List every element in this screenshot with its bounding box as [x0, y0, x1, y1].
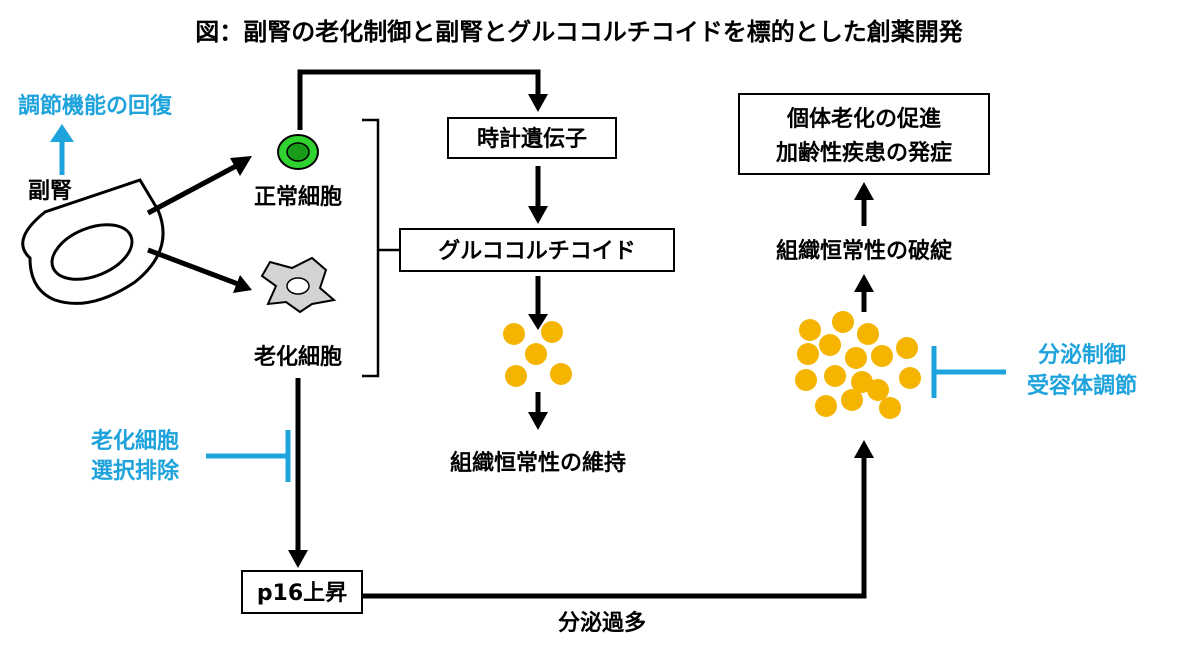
clock-gene-label: 時計遺伝子: [477, 126, 587, 152]
excess-hormone-dots: [795, 311, 921, 419]
glucocorticoid-box: [399, 228, 675, 272]
clock-gene-box: [447, 117, 617, 159]
aging-promotion-label-1: 個体老化の促進: [786, 106, 941, 132]
cells-bracket: [362, 118, 400, 378]
arrow-normal-to-clock-head: [528, 94, 548, 112]
glucocorticoid-label: グルココルチコイド: [438, 238, 636, 264]
homeostasis-breakdown-label: 組織恒常性の破綻: [776, 238, 953, 264]
arrow-p16-to-oversecretion: [362, 456, 867, 599]
control-label-1: 分泌制御: [1038, 342, 1126, 368]
p16-box: [241, 570, 363, 614]
normal-cell-label: 正常細胞: [254, 184, 342, 210]
arrow-gc-to-hormone-head: [528, 314, 548, 330]
arrow-clock-to-gc-head: [528, 206, 548, 224]
aging-promotion-box: [738, 93, 990, 175]
normal-hormone-dots: [503, 321, 572, 387]
arrow-breakdown-to-aging-head: [854, 182, 874, 200]
oversecretion-label: 分泌過多: [558, 610, 646, 636]
arrow-adrenal-to-aged: [147, 247, 239, 287]
arrow-aged-to-p16-head: [288, 550, 308, 568]
adrenal-label: 副腎: [28, 179, 72, 204]
control-label-2: 受容体調節: [1027, 373, 1137, 399]
arrow-adrenal-to-normal-head: [230, 156, 252, 176]
arrow-hormone-to-homeostasis-head: [528, 412, 548, 430]
aging-promotion-label-2: 加齢性疾患の発症: [775, 140, 952, 166]
normal-cell-icon: [277, 134, 319, 170]
recovery-arrow-head: [50, 124, 74, 142]
arrow-normal-to-clock: [297, 69, 541, 130]
recovery-label: 調節機能の回復: [18, 93, 173, 119]
arrow-adrenal-to-normal: [146, 162, 240, 216]
aged-cell-icon: [260, 256, 337, 314]
figure-title: 図：副腎の老化制御と副腎とグルココルチコイドを標的とした創薬開発: [195, 18, 964, 46]
arrow-p16-to-oversecretion-head: [854, 440, 874, 458]
senolytic-label-1: 老化細胞: [90, 428, 179, 454]
senolytic-label-2: 選択排除: [91, 458, 180, 484]
adrenal-gland-icon: [21, 178, 165, 305]
homeostasis-maintained-label: 組織恒常性の維持: [450, 450, 626, 476]
aged-cell-label: 老化細胞: [253, 344, 342, 370]
arrow-hormone-to-breakdown-head: [854, 274, 874, 292]
p16-label: p16上昇: [257, 581, 347, 606]
arrow-adrenal-to-aged-head: [233, 275, 252, 293]
